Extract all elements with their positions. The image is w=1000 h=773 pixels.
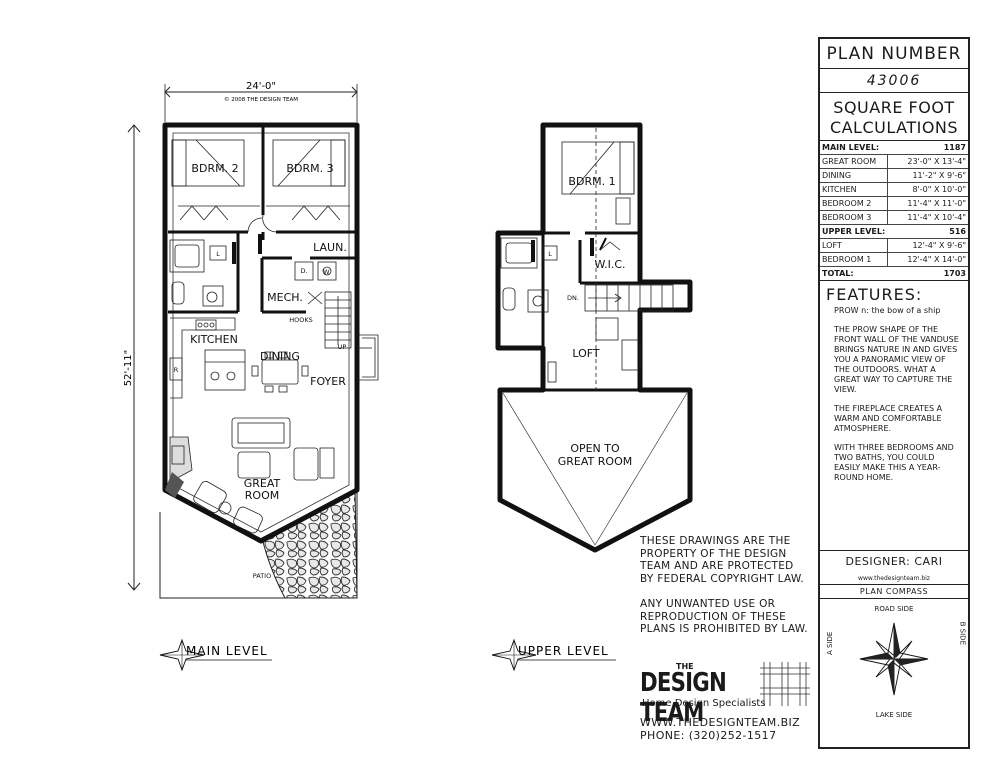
room-name: KITCHEN xyxy=(820,182,888,197)
sqft-title-line1: SQUARE FOOT xyxy=(833,98,955,117)
compass-a-side: A SIDE xyxy=(826,631,834,655)
room-label-great: GREAT xyxy=(244,477,281,490)
copyright-notice: THESE DRAWINGS ARE THE PROPERTY OF THE D… xyxy=(640,535,810,649)
logo-grid-icon xyxy=(760,662,810,706)
reproduction-paragraph: ANY UNWANTED USE OR REPRODUCTION OF THES… xyxy=(640,598,808,635)
room-label-bdrm3: BDRM. 3 xyxy=(286,162,333,175)
hooks-label: HOOKS xyxy=(289,316,313,324)
room-name: DINING xyxy=(820,168,888,183)
title-sheet: PLAN NUMBER 43006 SQUARE FOOT CALCULATIO… xyxy=(818,37,970,749)
patio-label: PATIO xyxy=(253,572,271,580)
dryer-label: D. xyxy=(300,267,307,275)
features-title: FEATURES: xyxy=(826,285,923,304)
linen-label: L xyxy=(216,250,220,258)
stairs-down-label: DN. xyxy=(567,294,579,302)
stairs-up-label: UP xyxy=(338,343,347,351)
room-name: LOFT xyxy=(820,238,888,253)
logo-the: THE xyxy=(676,662,694,671)
upper-level-caption: UPPER LEVEL xyxy=(491,638,616,672)
room-label-open-to: OPEN TO xyxy=(570,442,620,455)
designer-url: www.thedesignteam.biz xyxy=(820,573,968,585)
plan-number-label: PLAN NUMBER xyxy=(820,39,968,69)
room-dims: 11'-2" X 9'-6" xyxy=(887,168,968,183)
room-label-open-great-room: GREAT ROOM xyxy=(558,455,632,468)
washer-label: W. xyxy=(323,268,331,276)
designer-name: DESIGNER: CARI xyxy=(820,550,968,573)
room-label-bdrm2: BDRM. 2 xyxy=(191,162,238,175)
fridge-label: R xyxy=(174,366,179,374)
sqft-title: SQUARE FOOT CALCULATIONS xyxy=(820,93,968,141)
compass-road-side: ROAD SIDE xyxy=(874,605,914,613)
room-name: GREAT ROOM xyxy=(820,154,888,169)
main-level-label: MAIN LEVEL: xyxy=(820,141,888,155)
upper-level-label: UPPER LEVEL xyxy=(518,644,609,658)
main-copyright-note: © 2008 THE DESIGN TEAM xyxy=(224,96,298,103)
logo-tagline: Home Design Specialists xyxy=(642,698,766,709)
contact-info: WWW.THEDESIGNTEAM.BIZ PHONE: (320)252-15… xyxy=(640,716,800,742)
main-width-dimension: 24'-0" xyxy=(246,81,276,92)
total-label: TOTAL: xyxy=(820,266,888,281)
room-dims: 12'-4" X 14'-0" xyxy=(887,252,968,267)
main-level-caption: MAIN LEVEL xyxy=(159,638,272,672)
main-level-row: MAIN LEVEL: 1187 xyxy=(820,141,968,155)
website-text: WWW.THEDESIGNTEAM.BIZ xyxy=(640,716,801,729)
compass-lake-side: LAKE SIDE xyxy=(875,711,913,719)
feature-item: PROW n: the bow of a ship xyxy=(834,306,941,315)
main-level-label: MAIN LEVEL xyxy=(186,644,268,658)
features-list: PROW n: the bow of a ship THE PROW SHAPE… xyxy=(820,306,968,550)
floor-plans-drawing: 24'-0" © 2008 THE DESIGN TEAM 52'-11" xyxy=(123,81,693,672)
feature-item: THE PROW SHAPE OF THE FRONT WALL OF THE … xyxy=(834,325,959,394)
room-label-bdrm1: BDRM. 1 xyxy=(568,175,615,188)
upper-level-row: UPPER LEVEL: 516 xyxy=(820,224,968,239)
room-name: BEDROOM 3 xyxy=(820,210,888,225)
room-dims: 12'-4" X 9'-6" xyxy=(887,238,968,253)
upper-level-value: 516 xyxy=(887,224,968,239)
room-label-foyer: FOYER xyxy=(310,375,346,388)
phone-text: PHONE: (320)252-1517 xyxy=(640,729,777,742)
plan-compass: ROAD SIDE A SIDE B SIDE LAKE SIDE xyxy=(820,599,968,725)
feature-item: WITH THREE BEDROOMS AND TWO BATHS, YOU C… xyxy=(834,443,954,482)
logo-name: DESIGN TEAM xyxy=(640,668,727,728)
compass-rose-icon xyxy=(859,622,929,696)
compass-title: PLAN COMPASS xyxy=(820,585,968,599)
room-label-loft: LOFT xyxy=(572,347,600,360)
sqft-title-line2: CALCULATIONS xyxy=(829,118,959,137)
upper-level-plan: BDRM. 1 W.I.C. LOFT OPEN TO GREAT ROOM D… xyxy=(491,122,693,672)
main-level-value: 1187 xyxy=(887,141,968,155)
design-team-logo: THE DESIGN TEAM Home Design Specialists xyxy=(640,660,820,728)
room-dims: 8'-0" X 10'-0" xyxy=(887,182,968,197)
room-dims: 11'-4" X 11'-0" xyxy=(887,196,968,211)
upper-level-label: UPPER LEVEL: xyxy=(820,224,888,239)
room-label-room: ROOM xyxy=(245,489,279,502)
total-value: 1703 xyxy=(887,266,968,281)
stone-patio xyxy=(261,489,358,599)
room-name: BEDROOM 2 xyxy=(820,196,888,211)
room-dims: 11'-4" X 10'-4" xyxy=(887,210,968,225)
room-label-wic: W.I.C. xyxy=(594,258,625,271)
compass-b-side: B SIDE xyxy=(958,621,966,645)
room-label-kitchen: KITCHEN xyxy=(190,333,238,346)
copyright-paragraph: THESE DRAWINGS ARE THE PROPERTY OF THE D… xyxy=(640,535,805,585)
room-label-laundry: LAUN. xyxy=(313,241,347,254)
room-dims: 23'-0" X 13'-4" xyxy=(887,154,968,169)
plan-number-value: 43006 xyxy=(820,69,968,93)
feature-item: THE FIREPLACE CREATES A WARM AND COMFORT… xyxy=(834,404,943,433)
total-row: TOTAL: 1703 xyxy=(820,266,968,281)
main-level-plan: 24'-0" © 2008 THE DESIGN TEAM 52'-11" xyxy=(123,81,379,672)
upper-linen-label: L xyxy=(548,250,552,258)
room-name: BEDROOM 1 xyxy=(820,252,888,267)
room-label-dining: DINING xyxy=(260,350,300,363)
main-length-dimension: 52'-11" xyxy=(123,350,134,386)
room-label-mech: MECH. xyxy=(267,291,303,304)
